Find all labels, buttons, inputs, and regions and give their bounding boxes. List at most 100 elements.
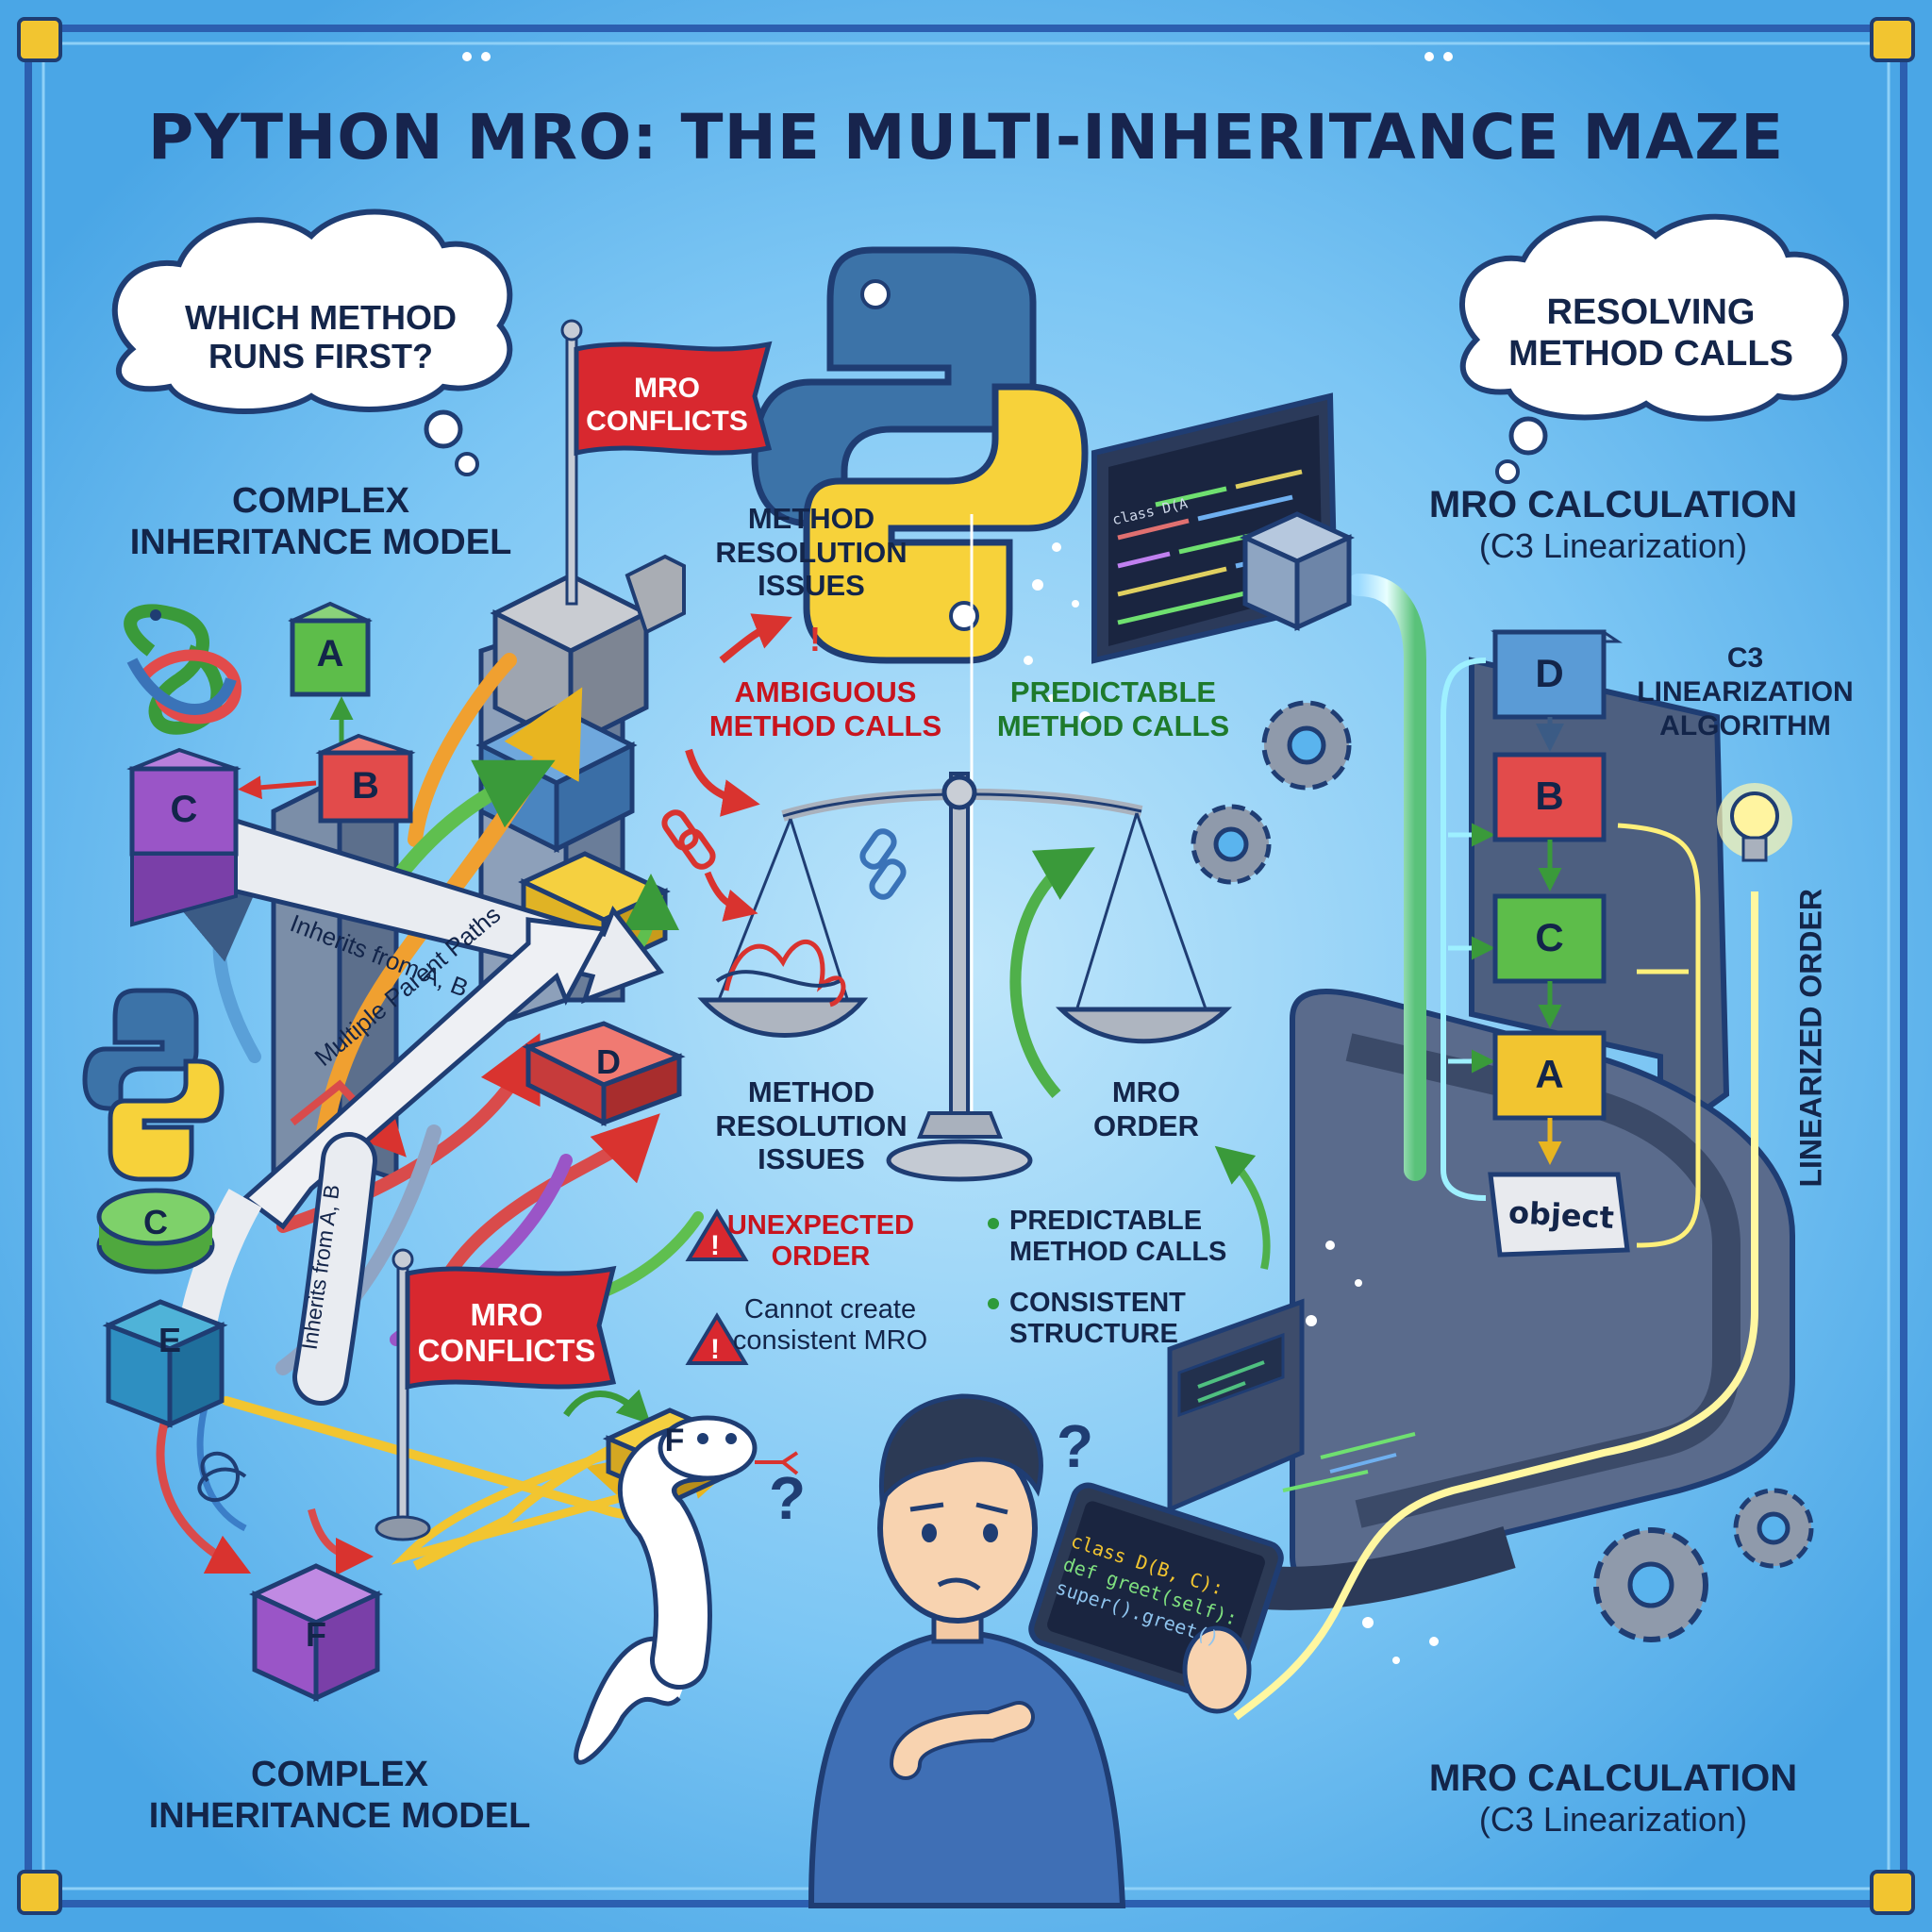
- class-block-C-top: [126, 747, 242, 927]
- block-F-small-label: F: [664, 1423, 685, 1458]
- white-snake-icon: [574, 1415, 799, 1765]
- decorative-dots: [462, 52, 1453, 1664]
- mro-block-C: [1492, 893, 1607, 984]
- resolution-issues-bottom: METHOD RESOLUTION ISSUES: [698, 1075, 924, 1176]
- mro-chain-object: object: [1507, 1194, 1615, 1236]
- flag-bottom-text: MRO CONFLICTS: [417, 1297, 596, 1368]
- predictable-top-line2: METHOD CALLS: [996, 708, 1230, 742]
- ambiguous-line2: METHOD CALLS: [708, 708, 942, 742]
- c3-line3: ALGORITHM: [1659, 710, 1831, 741]
- class-block-D: [522, 1021, 686, 1127]
- flag-pole-top: [560, 319, 773, 606]
- consistent-line1: CONSISTENT: [1009, 1288, 1186, 1318]
- unexpected-line1: UNEXPECTED: [726, 1210, 915, 1241]
- question-mark-2: ?: [1057, 1412, 1093, 1480]
- block-F-big-label: F: [306, 1615, 326, 1654]
- monitor-cube: [1239, 511, 1356, 631]
- issues-bottom-line1: METHOD: [747, 1075, 875, 1108]
- predictable-top-line1: PREDICTABLE: [1009, 675, 1217, 708]
- issues-top-line1: METHOD: [747, 502, 875, 535]
- ambiguous-line1: AMBIGUOUS: [734, 675, 917, 708]
- bubble-left-line1: WHICH METHOD: [185, 298, 457, 337]
- inheritance-maze: [82, 554, 734, 1575]
- predictable-calls-top-label: PREDICTABLE METHOD CALLS: [991, 675, 1236, 742]
- broken-chain-icon: [661, 809, 907, 900]
- gear-icon-4: [1733, 1488, 1814, 1569]
- complex-top-line2: INHERITANCE MODEL: [129, 522, 512, 562]
- issues-top-line2: RESOLUTION: [715, 535, 908, 569]
- linearized-order-label: LINEARIZED ORDER: [1793, 889, 1828, 1188]
- class-block-F-big: [249, 1563, 383, 1702]
- thought-bubble-right: [1458, 213, 1849, 484]
- flag-top-text: MRO CONFLICTS: [586, 373, 748, 437]
- cannot-create-line2: consistent MRO: [732, 1325, 928, 1357]
- balance-scale: !: [661, 514, 1271, 1270]
- mro-chain-C: C: [1535, 915, 1564, 959]
- inherits-from-arrow-side: [292, 1132, 377, 1406]
- predictable-bottom-line1: PREDICTABLE: [1009, 1206, 1203, 1236]
- gear-icon-3: [1593, 1527, 1708, 1642]
- bubble-left-text: WHICH METHOD RUNS FIRST?: [132, 298, 509, 376]
- arrow-b-to-c: [238, 775, 317, 800]
- block-B-label: B: [352, 765, 379, 807]
- disc-C-label: C: [143, 1203, 168, 1241]
- page-title: PYTHON MRO: THE MULTI-INHERITANCE MAZE: [147, 101, 1785, 174]
- mro-block-object: [1488, 1172, 1630, 1257]
- resolution-issues-top: METHOD RESOLUTION ISSUES: [698, 502, 924, 603]
- complex-top-line1: COMPLEX: [232, 481, 409, 521]
- warning-icon-unexpected: !: [685, 1208, 749, 1261]
- tangled-snake-icon: [124, 604, 242, 735]
- consistent-structure-label: CONSISTENT STRUCTURE: [1009, 1288, 1255, 1351]
- question-mark-1: ?: [769, 1464, 806, 1532]
- mro-calculation-label-top: MRO CALCULATION (C3 Linearization): [1368, 483, 1858, 565]
- mro-calc-bottom-line2: (C3 Linearization): [1478, 1800, 1748, 1839]
- flag-pole-bottom: [375, 1248, 617, 1541]
- confused-developer: [808, 1393, 1284, 1908]
- c3-algorithm-label: C3 LINEARIZATION ALGORITHM: [1604, 641, 1887, 743]
- c3-line1: C3: [1726, 642, 1764, 674]
- class-block-A: [288, 601, 373, 697]
- block-C-top-label: C: [170, 789, 198, 830]
- glowing-data-tube: [1347, 574, 1426, 1181]
- svg-text:!: !: [710, 1334, 720, 1365]
- unexpected-order-label: UNEXPECTED ORDER: [717, 1210, 924, 1274]
- bullet-predictable: [988, 1218, 999, 1229]
- mro-chain: [1488, 629, 1630, 1257]
- mro-calculation-label-bottom: MRO CALCULATION (C3 Linearization): [1368, 1757, 1858, 1839]
- complex-model-label-top: COMPLEX INHERITANCE MODEL: [85, 481, 557, 563]
- block-A-label: A: [316, 633, 344, 675]
- block-E-label: E: [158, 1321, 181, 1359]
- class-block-E: [102, 1299, 228, 1428]
- bubble-left-line2: RUNS FIRST?: [208, 337, 433, 376]
- mro-chain-A: A: [1535, 1052, 1564, 1096]
- thought-bubble-left: [111, 208, 513, 476]
- issues-bottom-line3: ISSUES: [758, 1142, 865, 1176]
- python-logo-icon: [751, 246, 1089, 664]
- bubble-right-line2: METHOD CALLS: [1508, 333, 1793, 374]
- mro-block-A: [1492, 1030, 1607, 1121]
- bubble-right-line1: RESOLVING: [1546, 292, 1756, 332]
- bubble-right-text: RESOLVING METHOD CALLS: [1472, 292, 1830, 375]
- consistent-line2: STRUCTURE: [1009, 1319, 1178, 1350]
- bullet-consistent: [988, 1298, 999, 1309]
- predictable-bottom-line2: METHOD CALLS: [1009, 1237, 1227, 1268]
- block-D-label: D: [596, 1042, 621, 1081]
- unexpected-line2: ORDER: [771, 1241, 871, 1273]
- complex-bottom-line2: INHERITANCE MODEL: [148, 1795, 531, 1836]
- mro-chain-D: D: [1535, 651, 1564, 695]
- class-block-B: [315, 733, 416, 824]
- issues-bottom-line2: RESOLUTION: [715, 1108, 908, 1142]
- gear-icon-2: [1191, 804, 1272, 885]
- mro-order-line2: ORDER: [1093, 1108, 1199, 1142]
- issues-top-line3: ISSUES: [758, 569, 865, 603]
- light-bulb-icon: [1717, 783, 1792, 862]
- mro-chain-B: B: [1535, 774, 1564, 818]
- python-logo-small-icon: [82, 988, 225, 1182]
- class-disc-C: [96, 1188, 215, 1274]
- mro-order-label: MRO ORDER: [1066, 1075, 1226, 1142]
- complex-bottom-line1: COMPLEX: [251, 1755, 428, 1794]
- svg-text:!: !: [809, 620, 821, 658]
- complex-model-label-bottom: COMPLEX INHERITANCE MODEL: [104, 1755, 575, 1837]
- mro-block-D: [1491, 629, 1623, 720]
